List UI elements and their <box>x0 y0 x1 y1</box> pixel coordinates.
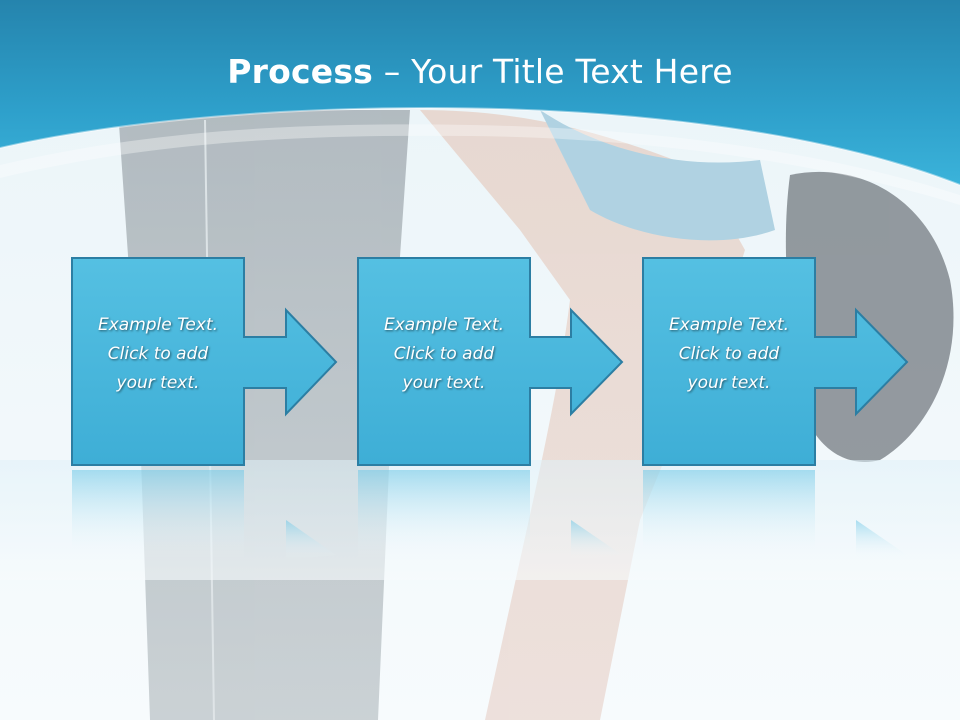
process-step-3 <box>642 257 909 560</box>
process-step-1 <box>71 257 338 560</box>
step-3-line-3: your text. <box>687 373 771 393</box>
step-2-line-2: Click to add <box>393 344 495 364</box>
step-3-line-2: Click to add <box>678 344 780 364</box>
page-title: Process – Your Title Text Here <box>0 52 960 91</box>
step-3-text[interactable]: Example Text. Click to add your text. <box>643 311 815 398</box>
step-2-line-3: your text. <box>402 373 486 393</box>
step-1-line-3: your text. <box>116 373 200 393</box>
step-1-line-1: Example Text. <box>97 315 219 335</box>
step-3-line-1: Example Text. <box>668 315 790 335</box>
step-2-line-1: Example Text. <box>383 315 505 335</box>
title-strong: Process <box>227 52 374 91</box>
step-2-text[interactable]: Example Text. Click to add your text. <box>358 311 530 398</box>
step-1-text[interactable]: Example Text. Click to add your text. <box>72 311 244 398</box>
title-light: – Your Title Text Here <box>373 52 733 91</box>
process-step-2 <box>357 257 624 560</box>
step-1-line-2: Click to add <box>107 344 209 364</box>
